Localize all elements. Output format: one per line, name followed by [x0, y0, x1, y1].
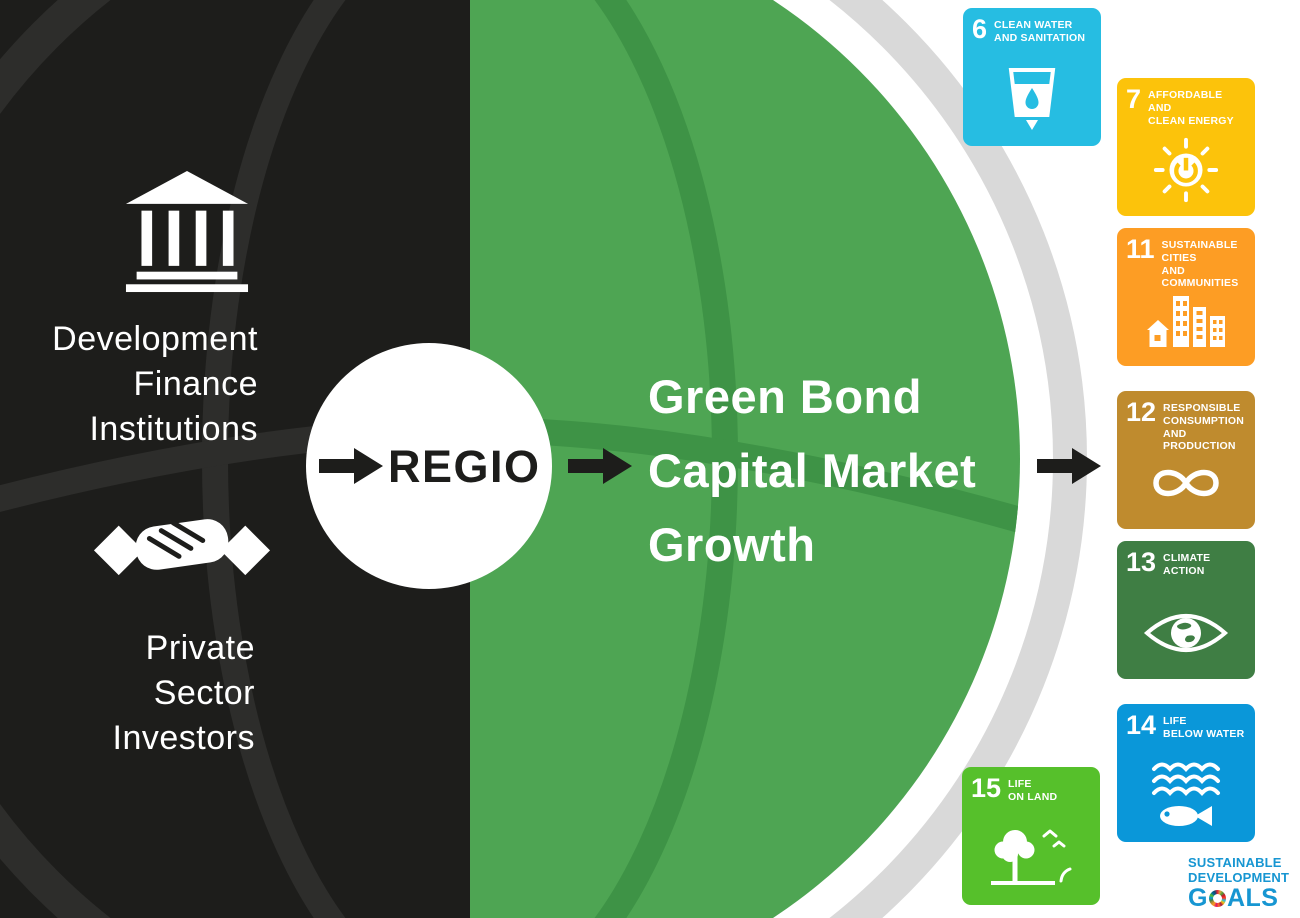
arrow-right-icon — [568, 448, 632, 484]
arrow-right-icon — [319, 448, 383, 484]
sdg-title: AFFORDABLE AND CLEAN ENERGY — [1148, 89, 1234, 127]
headline-line: Growth — [648, 518, 816, 571]
sdg-tile-header: 6 CLEAN WATER AND SANITATION — [963, 8, 1101, 45]
handshake-icon — [92, 479, 272, 607]
sdg-tile-header: 13 CLIMATE ACTION — [1117, 541, 1255, 578]
sdg-tile-7: 7 AFFORDABLE AND CLEAN ENERGY — [1117, 78, 1255, 216]
sdg-goals-suffix: ALS — [1226, 884, 1279, 913]
infinity-loop-icon — [1117, 443, 1255, 523]
sdg-tile-11: 11 SUSTAINABLE CITIES AND COMMUNITIES — [1117, 228, 1255, 366]
dfi-line: Development — [52, 320, 258, 358]
city-buildings-icon — [1117, 280, 1255, 360]
psi-line: Investors — [112, 719, 255, 757]
sdg-number: 11 — [1126, 234, 1155, 264]
sdg-title: LIFE BELOW WATER — [1163, 715, 1245, 740]
sdg-number: 7 — [1126, 84, 1142, 114]
sdg-tile-header: 11 SUSTAINABLE CITIES AND COMMUNITIES — [1117, 228, 1255, 290]
sdg-logo: SUSTAINABLE DEVELOPMENT G ALS — [1188, 855, 1290, 913]
arrow-right-icon — [1037, 448, 1101, 484]
sdg-tile-header: 12 RESPONSIBLE CONSUMPTION AND PRODUCTIO… — [1117, 391, 1255, 453]
sdg-color-wheel-icon — [1208, 890, 1226, 908]
fish-waves-icon — [1117, 756, 1255, 836]
sdg-title: RESPONSIBLE CONSUMPTION AND PRODUCTION — [1163, 402, 1244, 453]
sdg-tile-header: 15 LIFE ON LAND — [962, 767, 1100, 804]
headline: Green Bond Capital Market Growth — [648, 360, 976, 582]
sdg-title: SUSTAINABLE CITIES AND COMMUNITIES — [1161, 239, 1239, 290]
sdg-logo-line: SUSTAINABLE — [1188, 855, 1282, 870]
sdg-number: 6 — [972, 14, 988, 44]
sdg-logo-goals: G ALS — [1188, 885, 1289, 913]
sdg-title: CLIMATE ACTION — [1163, 552, 1211, 577]
sdg-logo-line: DEVELOPMENT — [1188, 869, 1290, 885]
sdg-title: CLEAN WATER AND SANITATION — [994, 19, 1086, 44]
sdg-title: LIFE ON LAND — [1008, 778, 1058, 803]
dfi-line: Institutions — [89, 410, 258, 448]
sdg-number: 12 — [1126, 397, 1157, 427]
sdg-tile-14: 14 LIFE BELOW WATER — [1117, 704, 1255, 842]
sdg-tile-header: 7 AFFORDABLE AND CLEAN ENERGY — [1117, 78, 1255, 127]
sun-energy-icon — [1117, 130, 1255, 210]
sdg-tile-13: 13 CLIMATE ACTION — [1117, 541, 1255, 679]
headline-line: Green Bond — [648, 370, 922, 423]
headline-line: Capital Market — [648, 444, 977, 497]
sdg-tile-6: 6 CLEAN WATER AND SANITATION — [963, 8, 1101, 146]
regio-label: REGIO — [388, 441, 541, 492]
psi-line: Sector — [153, 674, 255, 712]
tree-birds-icon — [962, 819, 1100, 899]
regio-circle — [306, 343, 552, 589]
sdg-tile-15: 15 LIFE ON LAND — [962, 767, 1100, 905]
psi-label: Private Sector Investors — [28, 626, 255, 761]
sdg-goals-prefix: G — [1188, 884, 1208, 913]
psi-line: Private — [145, 629, 255, 667]
dfi-label: Development Finance Institutions — [28, 317, 258, 452]
sdg-tile-12: 12 RESPONSIBLE CONSUMPTION AND PRODUCTIO… — [1117, 391, 1255, 529]
dfi-line: Finance — [133, 365, 258, 403]
sdg-number: 13 — [1126, 547, 1157, 577]
water-glass-icon — [963, 60, 1101, 140]
sdg-number: 15 — [971, 773, 1002, 803]
sdg-tile-header: 14 LIFE BELOW WATER — [1117, 704, 1255, 741]
bank-icon — [124, 169, 250, 298]
sdg-number: 14 — [1126, 710, 1157, 740]
eye-globe-icon — [1117, 593, 1255, 673]
